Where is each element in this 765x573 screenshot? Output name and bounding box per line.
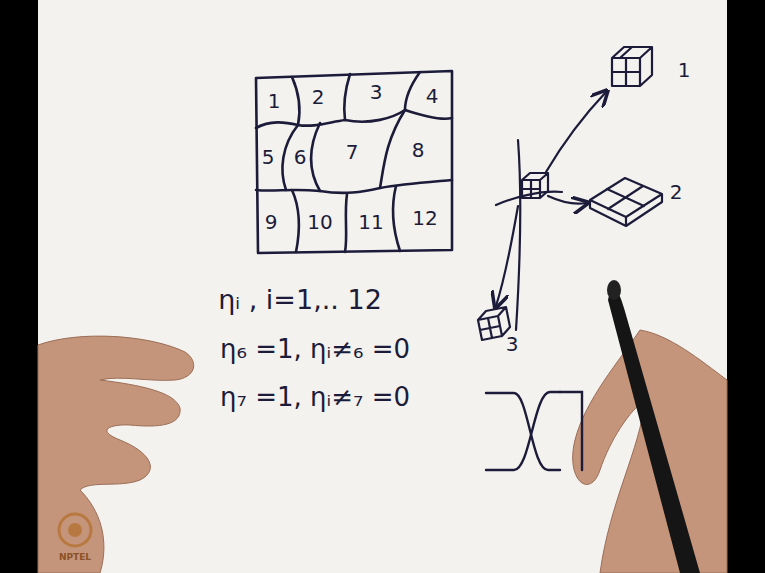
grain-region: 3	[366, 79, 387, 106]
grain-region: 7	[342, 139, 363, 166]
grain-number: 9	[265, 211, 278, 234]
grain-number: 6	[294, 146, 307, 169]
watermark: NPTEL	[59, 552, 91, 562]
grain-number: 3	[370, 81, 383, 104]
grain-number: 4	[426, 85, 439, 108]
grain-number: 11	[358, 211, 383, 234]
equation: η₇ =1, ηᵢ≠₇ =0	[220, 383, 410, 413]
grain-region: 8	[408, 137, 429, 164]
grain-region: 12	[408, 205, 441, 232]
cube-number: 1	[678, 59, 691, 82]
equation: η₆ =1, ηᵢ≠₆ =0	[220, 335, 410, 365]
grain-region: 1	[264, 88, 285, 115]
grain-region: 10	[303, 209, 336, 236]
marker-pen	[608, 282, 700, 573]
pen-tip	[607, 280, 621, 300]
logo-mark	[59, 514, 91, 546]
hand	[38, 330, 727, 573]
cube-number: 3	[506, 333, 519, 356]
order-parameter-profile	[486, 392, 582, 470]
grain-region: 4	[422, 83, 443, 110]
grain-number: 12	[412, 207, 437, 230]
grain-region: 9	[261, 209, 282, 236]
grain-number: 10	[307, 211, 332, 234]
grain-region: 6	[290, 144, 311, 171]
grain-number: 5	[262, 146, 275, 169]
grain-region: 2	[308, 84, 329, 111]
grain-number: 2	[312, 86, 325, 109]
grain-boundaries	[256, 71, 452, 253]
cube-number: 2	[670, 181, 683, 204]
paper	[38, 0, 727, 573]
grain-number: 7	[346, 141, 359, 164]
grain-number: 1	[268, 90, 281, 113]
grain-region: 11	[354, 209, 387, 236]
equation: ηᵢ , i=1,.. 12	[218, 284, 382, 315]
grain-region: 5	[258, 144, 279, 171]
crystal-cubes	[478, 47, 662, 340]
grain-number: 8	[412, 139, 425, 162]
